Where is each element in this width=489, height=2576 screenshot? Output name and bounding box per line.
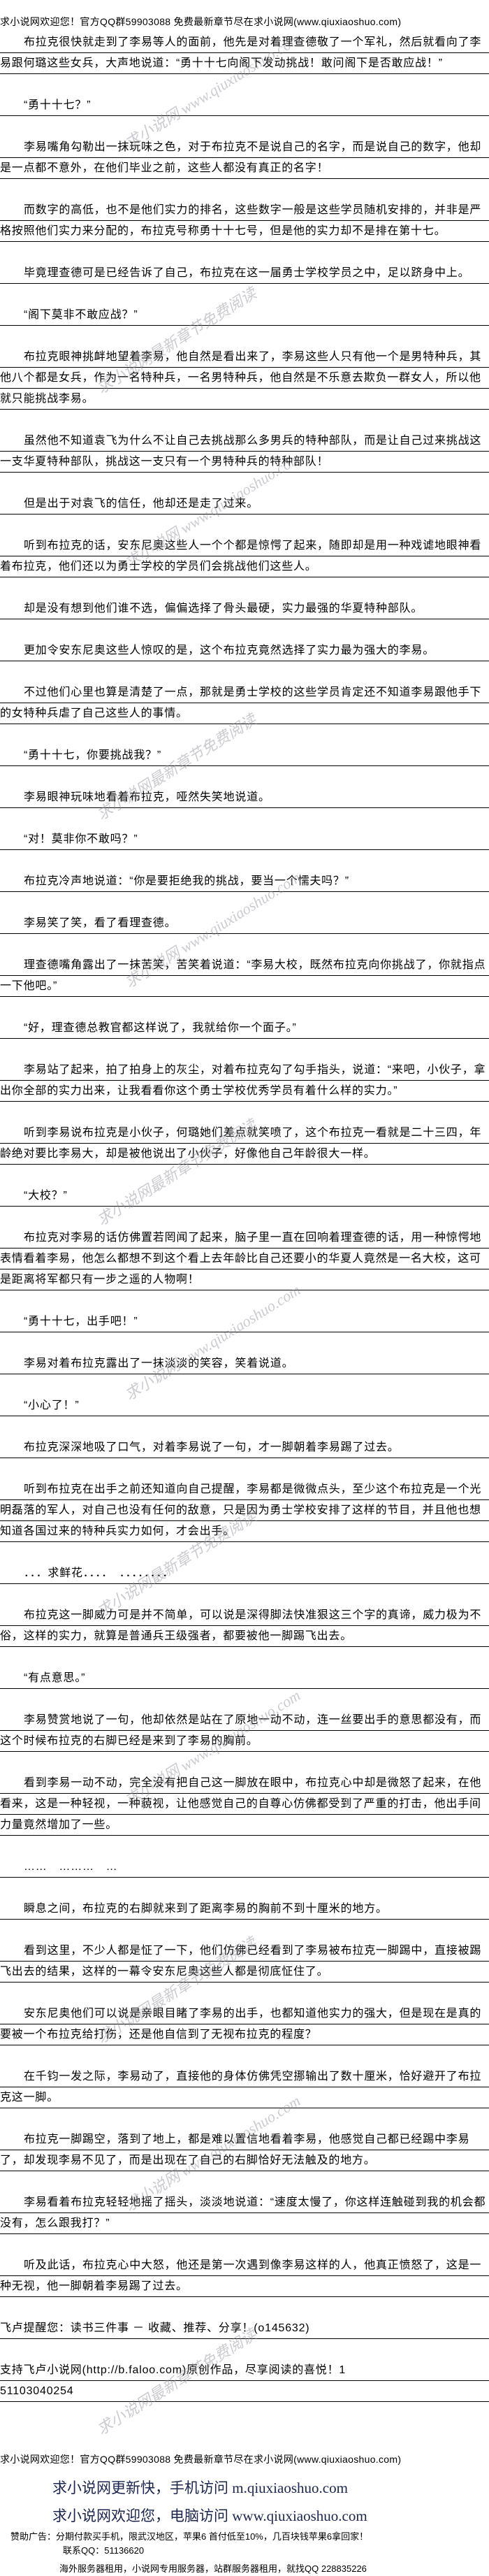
story-paragraph: 李易赞赏地说了一句，他却依然是站在了原地一动不动，连一丝要出手的意思都没有，而这… [0, 1710, 489, 1752]
story-paragraph: “小心了！” [0, 1395, 489, 1416]
story-paragraph: 李易嘴角勾勒出一抹玩味之色，对于布拉克不是说自己的名字，而是说自己的数字，他却是… [0, 137, 489, 179]
story-paragraph: 听到布拉克在出手之前还知道向自己提醒，李易都是微微点头，至少这个布拉克是一个光明… [0, 1479, 489, 1542]
story-paragraph: 在千钧一发之际，李易动了，直接他的身体仿佛凭空挪输出了数十厘米，恰好避开了布拉克… [0, 2066, 489, 2108]
note-reminder: 飞卢提醒您：读书三件事 － 收藏、推荐、分享！(o145632) [0, 2318, 489, 2339]
story-paragraph: 但是出于对袁飞的信任，他却还是走了过来。 [0, 494, 489, 515]
story-paragraph: “勇十十七，你要挑战我？” [0, 745, 489, 766]
desktop-link[interactable]: 求小说网欢迎您，电脑访问 www.qiuxiaoshuo.com [52, 2507, 367, 2524]
story-paragraph: “对！莫非你不敢吗？” [0, 829, 489, 850]
story-paragraph: ．．．求鲜花．．．． ．．．．．．．． [0, 1563, 489, 1584]
story-paragraph: 更加令安东尼奥这些人惊叹的是，这个布拉克竟然选择了实力最为强大的李易。 [0, 640, 489, 661]
story-paragraph: 李易对着布拉克露出了一抹淡淡的笑容，笑着说道。 [0, 1353, 489, 1374]
page-footer: 求小说网欢迎您！官方QQ群59903088 免费最新章节尽在求小说网(www.q… [0, 2450, 489, 2576]
story-paragraph: 瞬息之间，布拉克的右脚就来到了距离李易的胸前不到十厘米的地方。 [0, 1899, 489, 1920]
story-paragraph: “勇十十七，出手吧！” [0, 1311, 489, 1332]
story-paragraph: 布拉克很快就走到了李易等人的面前，他先是对着理查德敬了一个军礼，然后就看向了李易… [0, 32, 489, 74]
story-paragraph: 布拉克这一脚威力可是并不简单，可以说是深得脚法快准狠这三个字的真谛，威力极为不俗… [0, 1605, 489, 1647]
story-paragraph: 李易看着布拉克轻轻地摇了摇头，淡淡地说道：“速度太慢了，你这样连触碰到我的机会都… [0, 2192, 489, 2234]
story-paragraph: 却是没有想到他们谁不选，偏偏选择了骨头最硬，实力最强的华夏特种部队。 [0, 598, 489, 619]
site-banner: 求小说网欢迎您！官方QQ群59903088 免费最新章节尽在求小说网(www.q… [0, 16, 402, 27]
story-paragraph: 看到李易一动不动，完全没有把自己这一脚放在眼中，布拉克心中却是微怒了起来，在他看… [0, 1773, 489, 1836]
story-paragraph: 而数字的高低，也不是他们实力的排名，这些数字一般是这些学员随机安排的，并非是严格… [0, 200, 489, 242]
footer-banner: 求小说网欢迎您！官方QQ群59903088 免费最新章节尽在求小说网(www.q… [0, 2454, 402, 2465]
story-paragraph: 布拉克深深地吸了口气，对着李易说了一句，才一脚朝着李易踢了过去。 [0, 1437, 489, 1458]
story-paragraph: 不过他们心里也算是清楚了一点，那就是勇士学校的这些学员肯定还不知道李易跟他手下的… [0, 682, 489, 724]
story-paragraph: 布拉克一脚踢空，落到了地上，都是难以置信地看着李易，他感觉自己都已经踢中李易了，… [0, 2129, 489, 2171]
sponsor-contact: 联系QQ：51136620 [63, 2545, 145, 2556]
story-paragraph: 李易眼神玩味地看着布拉克，哑然失笑地说道。 [0, 787, 489, 808]
story-paragraph: 安东尼奥他们可以说是亲眼目睹了李易的出手，也都知道他实力的强大，但是现在是真的要… [0, 2003, 489, 2045]
story-paragraph: 布拉克冷声地说道：“你是要拒绝我的挑战，要当一个懦夫吗？” [0, 871, 489, 892]
story-paragraph: 布拉克眼神挑衅地望着李易，他自然是看出来了，李易这些人只有他一个是男特种兵，其他… [0, 347, 489, 410]
server-ad[interactable]: 海外服务器租用，小说网专用服务器，站群服务器租用，就找QQ 228835226 [59, 2563, 367, 2574]
story-paragraph: 李易站了起来，拍了拍身上的灰尘，对着布拉克勾了勾手指头，说道：“来吧，小伙子，拿… [0, 1060, 489, 1102]
sponsor-ad[interactable]: 赞助广告：分期付款买手机，限武汉地区，苹果6 首付低至10%，几百块钱苹果6拿回… [10, 2531, 369, 2542]
story-paragraph: “阁下莫非不敢应战？” [0, 305, 489, 326]
story-paragraph: “大校？” [0, 1186, 489, 1207]
story-paragraph: “有点意思。” [0, 1668, 489, 1689]
story-paragraph: 听到李易说布拉克是小伙子，何璐她们差点就笑喷了，这个布拉克一看就是二十三四，年龄… [0, 1123, 489, 1165]
story-paragraph: 毕竟理查德可是已经告诉了自己，布拉克在这一届勇士学校学员之中，足以跻身中上。 [0, 263, 489, 284]
story-paragraph: 李易笑了笑，看了看理查德。 [0, 913, 489, 934]
story-paragraph: “勇十十七？” [0, 95, 489, 116]
story-paragraph: 布拉克对李易的话仿佛置若罔闻了起来，脑子里一直在回响着理查德的话，用一种惊愕地表… [0, 1228, 489, 1290]
story-paragraph: 听及此话，布拉克心中大怒，他还是第一次遇到像李易这样的人，他真正愤怒了，这是一种… [0, 2255, 489, 2297]
story-paragraph: 听到布拉克的话，安东尼奥这些人一个个都是惊愕了起来，随即却是用一种戏谑地眼神看着… [0, 535, 489, 577]
chapter-content: 布拉克很快就走到了李易等人的面前，他先是对着理查德敬了一个军礼，然后就看向了李易… [0, 32, 489, 2423]
story-paragraph: …… ……… … [0, 1857, 489, 1878]
story-paragraph: 理查德嘴角露出了一抹苦笑，苦笑着说道：“李易大校，既然布拉克向你挑战了，你就指点… [0, 955, 489, 997]
note-support: 支持飞卢小说网(http://b.faloo.com)原创作品，尽享阅读的喜悦！… [0, 2360, 489, 2381]
note-code: 51103040254 [0, 2381, 489, 2402]
story-paragraph: “好，理查德总教官都这样说了，我就给你一个面子。” [0, 1018, 489, 1039]
story-paragraph: 看到这里，不少人都是怔了一下，他们仿佛已经看到了李易被布拉克一脚踢中，直接被踢飞… [0, 1941, 489, 1983]
mobile-link[interactable]: 求小说网更新快，手机访问 m.qiuxiaoshuo.com [52, 2480, 348, 2496]
story-paragraph: 虽然他不知道袁飞为什么不让自己去挑战那么多男兵的特种部队，而是让自己过来挑战这一… [0, 431, 489, 473]
